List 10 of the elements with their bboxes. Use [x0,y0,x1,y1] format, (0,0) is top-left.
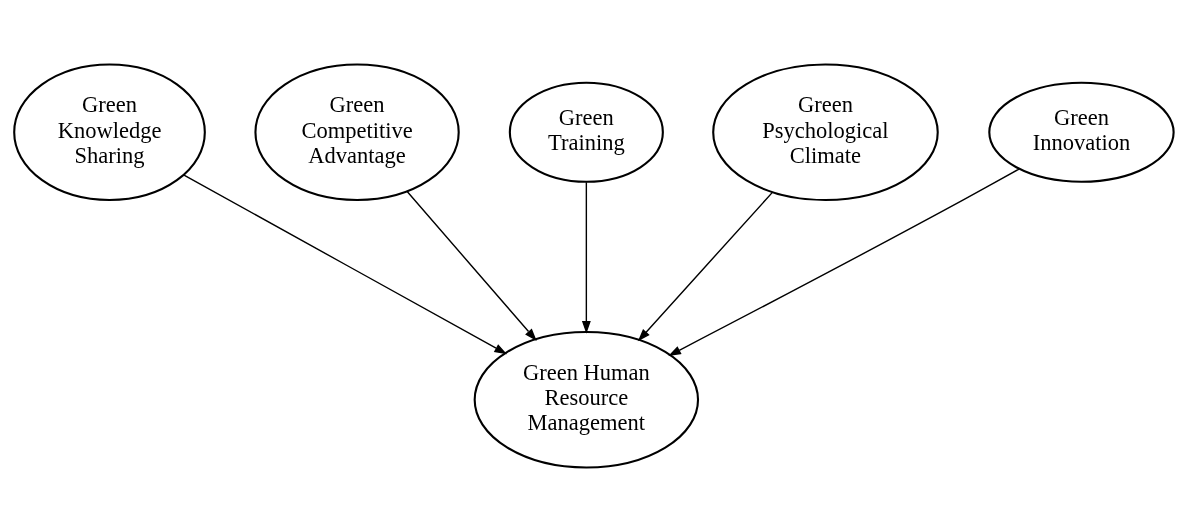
arrow [406,191,537,342]
node-ellipse: Green Training [508,81,664,183]
node-ellipse: Green Innovation [988,81,1175,183]
node-ellipse: Green Psychological Climate [712,63,939,202]
node-ellipse: Green Competitive Advantage [254,63,460,202]
node-ellipse: Green Knowledge Sharing [13,63,206,202]
arrow [183,174,508,355]
arrow [637,191,774,342]
arrow [668,168,1020,356]
arrow [581,181,591,334]
